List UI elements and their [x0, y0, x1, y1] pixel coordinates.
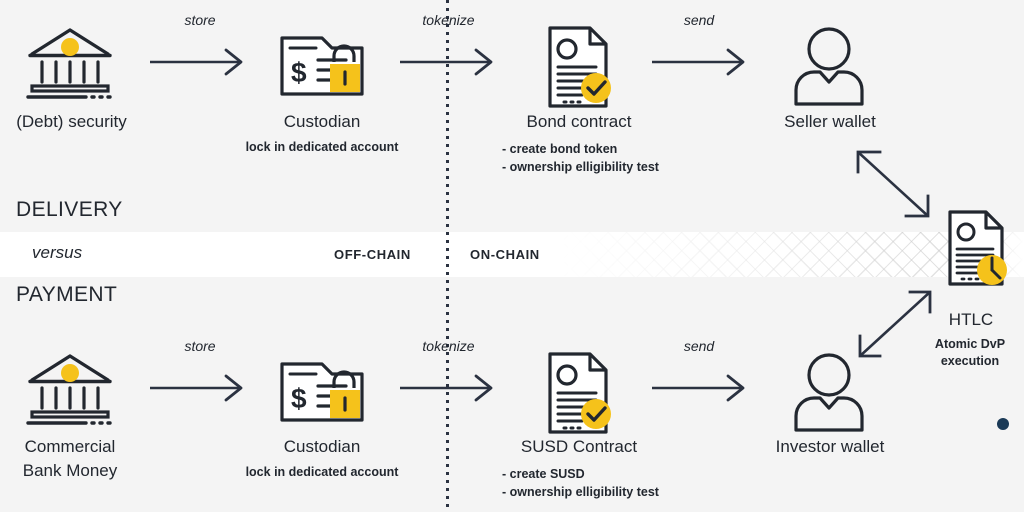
contract-check-icon [542, 348, 616, 438]
edge-label-store-bottom: store [184, 338, 216, 354]
section-label-versus: versus [32, 243, 83, 262]
bullet-item: - create bond token [502, 142, 618, 156]
bank-icon [24, 350, 116, 430]
label-on-chain: ON-CHAIN [470, 247, 540, 262]
document-dollar-lock-icon: $ [274, 356, 370, 428]
node-label-seller-wallet: Seller wallet [784, 112, 876, 131]
user-wallet-icon [790, 24, 868, 106]
svg-text:$: $ [291, 57, 307, 88]
arrow-right-icon [650, 48, 750, 76]
user-wallet-icon [790, 350, 868, 432]
arrow-diagonal-double-icon [850, 146, 936, 222]
node-bullets-bond-contract: - create bond token - ownership elligibi… [502, 140, 659, 176]
versus-band [0, 232, 1024, 277]
node-sub-custodian-top: lock in dedicated account [245, 140, 399, 154]
document-dollar-lock-icon: $ [274, 30, 370, 102]
edge-label-tokenize-bottom: tokenize [422, 338, 475, 354]
arrow-right-icon [148, 374, 248, 402]
svg-text:$: $ [291, 383, 307, 414]
bullet-item: - ownership elligibility test [502, 485, 659, 500]
payment-band [0, 277, 1024, 512]
node-bullets-susd-contract: - create SUSD - ownership elligibility t… [502, 465, 659, 501]
offchain-onchain-divider [446, 0, 449, 512]
bank-icon [24, 24, 116, 104]
node-label-custodian-top: Custodian [283, 112, 361, 131]
node-label-investor-wallet: Investor wallet [775, 437, 885, 456]
node-label-commercial-bank-money-line1: Commercial [24, 437, 116, 456]
hatch-pattern [560, 232, 1024, 277]
htlc-subtitle: Atomic DvP execution [916, 336, 1024, 370]
node-label-bond-contract: Bond contract [526, 112, 632, 131]
contract-check-icon [542, 22, 616, 112]
htlc-subtitle-line2: execution [940, 353, 1000, 368]
section-label-payment: PAYMENT [16, 283, 118, 306]
contract-clock-icon [944, 208, 1010, 290]
arrow-right-icon [148, 48, 248, 76]
decorative-dot [997, 418, 1009, 430]
arrow-diagonal-double-icon [852, 286, 938, 362]
section-label-delivery: DELIVERY [16, 198, 123, 221]
edge-label-send-top: send [683, 12, 715, 28]
node-label-commercial-bank-money-line2: Bank Money [22, 461, 118, 480]
delivery-band [0, 0, 1024, 232]
node-label-susd-contract: SUSD Contract [520, 437, 638, 456]
edge-label-tokenize-top: tokenize [422, 12, 475, 28]
node-sub-custodian-bottom: lock in dedicated account [245, 465, 399, 479]
htlc-subtitle-line1: Atomic DvP [934, 337, 1006, 351]
bullet-item: - create SUSD [502, 467, 585, 481]
label-off-chain: OFF-CHAIN [334, 247, 411, 262]
edge-label-send-bottom: send [683, 338, 715, 354]
arrow-right-icon [398, 374, 498, 402]
edge-label-store-top: store [184, 12, 216, 28]
arrow-right-icon [398, 48, 498, 76]
bullet-item: - ownership elligibility test [502, 160, 659, 175]
arrow-right-icon [650, 374, 750, 402]
node-label-debt-security: (Debt) security [16, 112, 127, 131]
node-label-custodian-bottom: Custodian [283, 437, 361, 456]
htlc-title: HTLC [948, 310, 994, 329]
